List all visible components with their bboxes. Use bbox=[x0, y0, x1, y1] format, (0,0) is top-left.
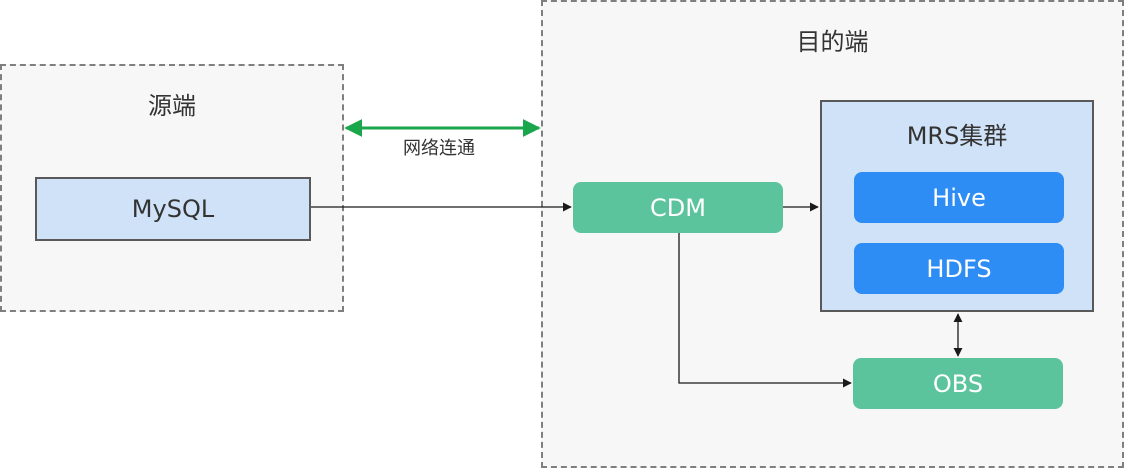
network-link-label: 网络连通 bbox=[403, 138, 475, 159]
source-zone-title: 源端 bbox=[148, 92, 196, 120]
cdm-node: CDM bbox=[573, 182, 783, 233]
hdfs-node: HDFS bbox=[854, 243, 1064, 294]
mysql-node: MySQL bbox=[35, 177, 311, 241]
mrs-cluster-title: MRS集群 bbox=[906, 122, 1008, 150]
target-zone-title: 目的端 bbox=[796, 28, 869, 56]
hive-node: Hive bbox=[854, 172, 1064, 223]
obs-node: OBS bbox=[853, 358, 1063, 409]
cdm-to-obs-arrow bbox=[678, 233, 852, 388]
